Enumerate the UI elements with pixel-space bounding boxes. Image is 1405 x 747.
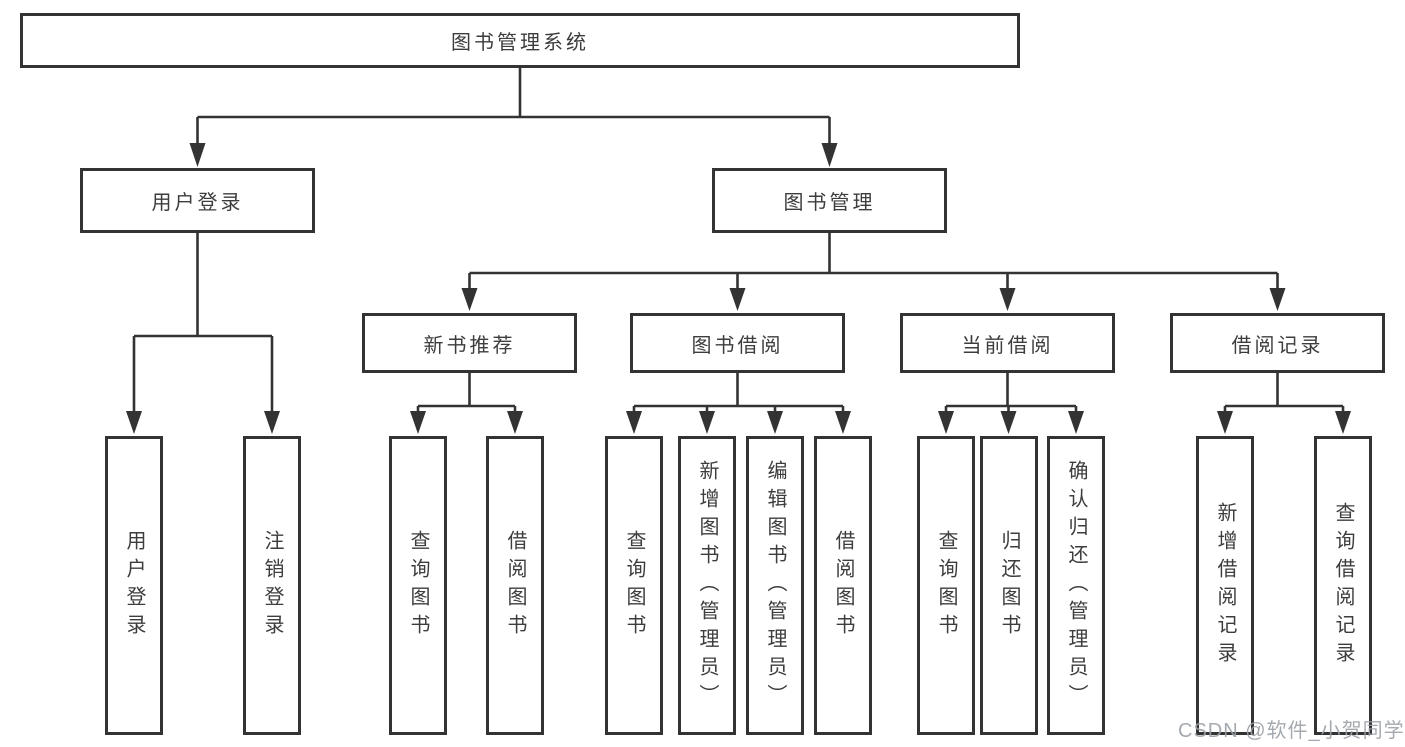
node-user-login: 用户登录 bbox=[80, 168, 315, 233]
leaf-borrow-edit-books-admin: 编辑图书（管理员） bbox=[746, 436, 804, 735]
node-root: 图书管理系统 bbox=[20, 13, 1020, 68]
leaf-records-add-record-label: 新增借阅记录 bbox=[1214, 501, 1236, 670]
leaf-borrow-query-books-label: 查询图书 bbox=[623, 529, 645, 642]
leaf-borrow-edit-books-admin-label: 编辑图书（管理员） bbox=[764, 459, 786, 712]
node-borrow-records-label: 借阅记录 bbox=[1231, 334, 1324, 357]
leaf-current-query-books: 查询图书 bbox=[917, 436, 975, 735]
leaf-records-add-record: 新增借阅记录 bbox=[1196, 436, 1254, 735]
node-borrow-records: 借阅记录 bbox=[1170, 313, 1385, 373]
leaf-borrow-add-books-admin-label: 新增图书（管理员） bbox=[696, 459, 718, 712]
node-new-book-recommend: 新书推荐 bbox=[362, 313, 577, 373]
arrowheads bbox=[126, 143, 1351, 434]
node-book-management-label: 图书管理 bbox=[783, 192, 876, 214]
leaf-newbook-query-books-label: 查询图书 bbox=[407, 529, 429, 642]
leaf-borrow-add-books-admin: 新增图书（管理员） bbox=[678, 436, 736, 735]
leaf-borrow-borrow-books: 借阅图书 bbox=[814, 436, 872, 735]
leaf-records-query-record: 查询借阅记录 bbox=[1314, 436, 1372, 735]
node-book-borrow-label: 图书借阅 bbox=[691, 334, 784, 357]
leaf-newbook-borrow-books-label: 借阅图书 bbox=[504, 529, 526, 642]
node-current-borrow-label: 当前借阅 bbox=[961, 334, 1054, 357]
leaf-logout: 注销登录 bbox=[243, 436, 301, 735]
leaf-user-login-label: 用户登录 bbox=[123, 529, 145, 642]
node-root-label: 图书管理系统 bbox=[451, 32, 589, 54]
csdn-watermark: CSDN @软件_小贺同学 bbox=[1178, 720, 1405, 742]
leaf-borrow-borrow-books-label: 借阅图书 bbox=[832, 529, 854, 642]
leaf-borrow-query-books: 查询图书 bbox=[605, 436, 663, 735]
leaf-current-confirm-return-admin: 确认归还（管理员） bbox=[1047, 436, 1105, 735]
leaf-records-query-record-label: 查询借阅记录 bbox=[1332, 501, 1354, 670]
node-current-borrow: 当前借阅 bbox=[900, 313, 1115, 373]
node-new-book-recommend-label: 新书推荐 bbox=[423, 334, 516, 357]
node-book-borrow: 图书借阅 bbox=[630, 313, 845, 373]
node-book-management: 图书管理 bbox=[712, 168, 947, 233]
leaf-newbook-borrow-books: 借阅图书 bbox=[486, 436, 544, 735]
leaf-current-return-books: 归还图书 bbox=[980, 436, 1038, 735]
leaf-current-return-books-label: 归还图书 bbox=[998, 529, 1020, 642]
connector-paths bbox=[132, 67, 1345, 416]
leaf-current-confirm-return-admin-label: 确认归还（管理员） bbox=[1065, 459, 1087, 712]
node-user-login-label: 用户登录 bbox=[151, 192, 244, 214]
leaf-current-query-books-label: 查询图书 bbox=[935, 529, 957, 642]
leaf-user-login: 用户登录 bbox=[105, 436, 163, 735]
leaf-newbook-query-books: 查询图书 bbox=[389, 436, 447, 735]
leaf-logout-label: 注销登录 bbox=[261, 529, 283, 642]
